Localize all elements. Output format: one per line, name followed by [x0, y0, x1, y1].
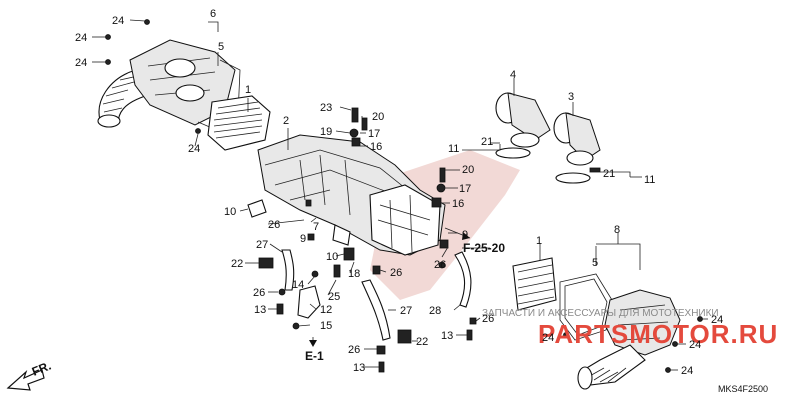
callout-24: 24: [188, 143, 200, 155]
callout-27: 27: [400, 305, 412, 317]
callout-11: 11: [448, 143, 459, 155]
callout-23: 23: [320, 102, 332, 114]
callout-1: 1: [245, 84, 251, 96]
callout-26: 26: [434, 259, 446, 271]
callout-21: 21: [603, 168, 615, 180]
callout-26: 26: [348, 344, 360, 356]
callout-17: 17: [368, 128, 380, 140]
gasket-5-right: [559, 273, 613, 341]
air-filter-element-top: [207, 95, 271, 151]
callout-8: 8: [614, 224, 620, 236]
air-cleaner-case: [257, 134, 446, 256]
air-filter-element-right: [512, 257, 557, 311]
callout-24: 24: [75, 57, 87, 69]
callout-10: 10: [326, 251, 338, 263]
callout-16: 16: [370, 141, 382, 153]
callout-24: 24: [711, 314, 723, 326]
hose-27-left: [281, 249, 295, 291]
callout-24: 24: [75, 32, 87, 44]
clamp-screw-21: [589, 167, 601, 173]
callout-13: 13: [254, 304, 266, 316]
callout-14: 14: [292, 279, 304, 291]
callout-20: 20: [372, 111, 384, 123]
callout-3: 3: [568, 91, 574, 103]
callout-15: 15: [320, 320, 332, 332]
callout-1: 1: [536, 235, 542, 247]
callout-24: 24: [542, 332, 554, 344]
callout-17: 17: [459, 183, 471, 195]
hose-12: [297, 285, 321, 319]
callout-5: 5: [592, 257, 598, 269]
callout-24: 24: [112, 15, 124, 27]
callout-6: 6: [210, 8, 216, 20]
callout-22: 22: [231, 258, 243, 270]
hose-clamp-21b: [555, 172, 591, 184]
watermark-text: ЗАПЧАСТИ И АКСЕССУАРЫ ДЛЯ МОТОТЕХНИКИ: [482, 308, 719, 319]
callout-9: 9: [300, 233, 306, 245]
ref-f2520: F-25-20: [463, 241, 505, 255]
callout-24: 24: [681, 365, 693, 377]
callout-10: 10: [224, 206, 236, 218]
callout-26: 26: [268, 219, 280, 231]
callout-5: 5: [218, 41, 224, 53]
callout-13: 13: [441, 330, 453, 342]
callout-22: 22: [416, 336, 428, 348]
callout-13: 13: [353, 362, 365, 374]
callout-25: 25: [328, 291, 340, 303]
intake-elbow-3: [553, 112, 601, 166]
callout-26: 26: [253, 287, 265, 299]
hose-27-center: [361, 279, 391, 341]
callout-18: 18: [348, 268, 360, 280]
part-10-left: [247, 199, 267, 218]
diagram-code: MKS4F2500: [718, 384, 768, 394]
ref-arrow-e1: [309, 340, 317, 347]
callout-24: 24: [689, 339, 701, 351]
callout-26: 26: [390, 267, 402, 279]
ref-e1: E-1: [305, 349, 324, 363]
air-duct-right-assembly: [577, 289, 681, 390]
callout-9: 9: [462, 229, 468, 241]
intake-elbow-4: [495, 92, 551, 148]
bolt-cluster-center: [349, 107, 368, 147]
callout-4: 4: [510, 69, 516, 81]
callout-12: 12: [320, 304, 332, 316]
hose-28: [454, 251, 472, 308]
callout-11: 11: [644, 174, 655, 186]
callout-numbers: 24 24 24 6 5 1 24 2 23 20 19 17 16 4 3 1…: [30, 8, 768, 394]
callout-19: 19: [320, 126, 332, 138]
callout-20: 20: [462, 164, 474, 176]
callout-27: 27: [256, 239, 268, 251]
hose-clamp-21a: [495, 147, 531, 159]
leader-lines: [92, 19, 708, 371]
small-fasteners: [258, 199, 477, 373]
callout-16: 16: [452, 198, 464, 210]
front-label: FR.: [30, 359, 53, 379]
callout-21: 21: [481, 136, 493, 148]
callout-7: 7: [313, 221, 319, 233]
watermark-logo: PARTSMOTOR.RU: [538, 319, 778, 349]
ref-arrow-f2520: [444, 227, 471, 240]
callout-2: 2: [283, 115, 289, 127]
front-arrow: [6, 369, 45, 391]
air-duct-left-assembly: [97, 39, 241, 129]
callout-26: 26: [482, 313, 494, 325]
callout-28: 28: [429, 305, 441, 317]
